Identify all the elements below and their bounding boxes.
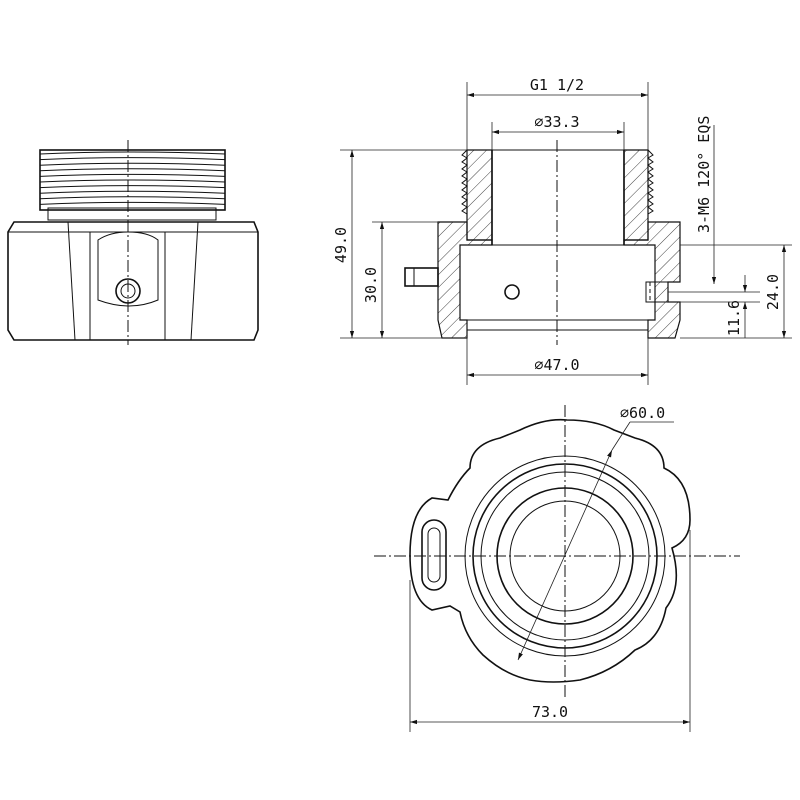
section-right-wall [623, 149, 649, 241]
top-view [374, 405, 740, 700]
section-view [404, 140, 681, 345]
top-view-outline [409, 418, 691, 683]
dim-holes: 3-M6 120° EQS [695, 116, 713, 233]
section-thread-profile [647, 149, 654, 215]
thread-line [39, 173, 226, 177]
thread-line [39, 190, 226, 194]
dim-body-diameter: ⌀47.0 [534, 356, 579, 374]
section-left-wall [466, 149, 493, 241]
thread-line [39, 196, 226, 200]
thread-line [39, 179, 226, 183]
dim-thread: G1 1/2 [530, 76, 584, 94]
dim-lower-height: 24.0 [764, 274, 782, 310]
thread-line [39, 201, 226, 205]
thread-line [39, 185, 226, 189]
dim-bore-diameter: ⌀33.3 [534, 113, 579, 131]
dimensions: G1 1/2 ⌀33.3 3-M6 120° EQS 49.0 30.0 24.… [332, 76, 792, 732]
dim-overall-height: 49.0 [332, 227, 350, 263]
dim-flange-diameter: ⌀60.0 [620, 404, 665, 422]
dim-body-height: 30.0 [362, 267, 380, 303]
side-pin [404, 267, 439, 287]
front-view-thread [39, 149, 226, 221]
dim-hole-offset: 11.6 [725, 300, 743, 336]
thread-line [39, 157, 226, 161]
front-view-body [7, 140, 259, 345]
top-view-slot [421, 519, 447, 591]
thread-line [39, 151, 226, 155]
thread-line [39, 162, 226, 166]
section-thread-profile [461, 149, 468, 215]
front-view [7, 140, 259, 345]
thread-line [39, 168, 226, 172]
dim-overall-width: 73.0 [532, 703, 568, 721]
